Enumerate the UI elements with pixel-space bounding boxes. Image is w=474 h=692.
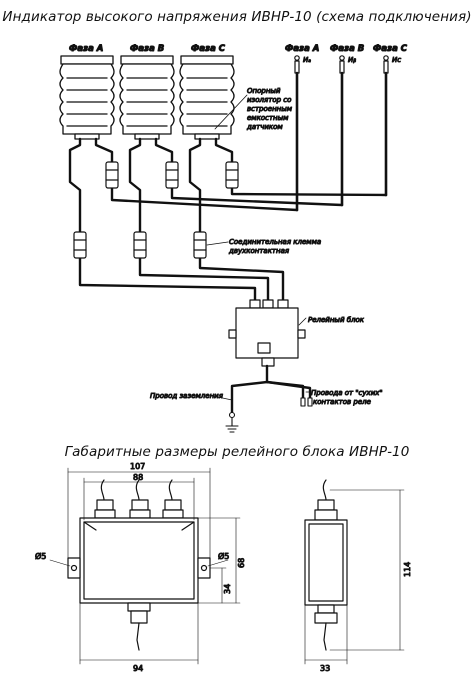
side-dimensions <box>304 489 405 665</box>
phase-c-label: Фаза С <box>191 44 226 54</box>
dim-33: 33 <box>320 664 330 673</box>
wire-b-ground <box>128 137 142 234</box>
front-view <box>67 479 211 651</box>
dry-contact-terminals <box>300 397 313 407</box>
wire-a-sensor <box>94 137 114 164</box>
insulator-group <box>59 55 235 140</box>
insulator-phase-b <box>119 55 175 140</box>
dim-94: 94 <box>133 664 143 673</box>
dim-107: 107 <box>130 462 145 471</box>
right-phase-b-sub: Иᵦ <box>348 56 356 64</box>
diagram-title-top: Индикатор высокого напряжения ИВНР-10 (с… <box>2 9 472 25</box>
dim-d5-left: Ø5 <box>35 551 46 561</box>
insulator-callout-line1: Опорный <box>247 87 281 95</box>
dry-contact-label-line1: Провода от "сухих" <box>311 389 383 397</box>
clamp-upper-c <box>225 161 239 189</box>
wire-c-to-relay <box>198 256 285 305</box>
ground-wire-label: Провод заземления <box>150 392 223 400</box>
right-phase-c-label: Фаза С <box>373 44 408 54</box>
wire-b-sensor <box>154 137 174 164</box>
connector-phase-b <box>339 55 345 207</box>
upper-clamps <box>105 161 239 189</box>
wire-b-to-relay <box>138 256 270 305</box>
dry-contact-label-line2: контактов реле <box>313 398 371 406</box>
clamp-upper-b <box>165 161 179 189</box>
wire-a-to-relay <box>78 256 257 305</box>
dim-88: 88 <box>133 473 143 482</box>
wire-c-to-output <box>230 186 388 197</box>
clamp-lower-c <box>193 231 207 259</box>
relay-block-label: Релейный блок <box>308 316 365 324</box>
insulator-callout-line4: емкостным <box>247 114 289 122</box>
clamp-lower-a <box>73 231 87 259</box>
phase-b-label: Фаза В <box>130 44 164 54</box>
clamp-upper-a <box>105 161 119 189</box>
top-glands <box>94 479 184 519</box>
front-dimensions <box>49 467 241 665</box>
insulator-phase-a <box>59 55 115 140</box>
insulator-callout-line5: датчиком <box>246 123 283 131</box>
ground-symbol <box>225 411 239 433</box>
lower-clamps <box>73 231 207 259</box>
right-phase-a-sub: Иₐ <box>303 56 311 64</box>
wire-c-ground <box>188 137 202 234</box>
dim-34: 34 <box>223 584 232 594</box>
insulator-callout-line3: встроенным <box>247 105 293 113</box>
front-body <box>79 517 199 604</box>
side-body <box>304 519 348 606</box>
clamp-callout-line2: двухконтактная <box>228 247 289 255</box>
right-phase-connectors <box>294 55 389 212</box>
wire-b-to-output <box>170 186 344 207</box>
right-phase-c-sub: Иc <box>392 56 401 64</box>
clamp-lower-b <box>133 231 147 259</box>
connector-phase-a <box>294 55 300 212</box>
ground-wire <box>230 380 269 414</box>
right-phase-a-label: Фаза А <box>285 44 319 54</box>
insulator-callout-line2: изолятор со <box>247 96 291 104</box>
connector-phase-c <box>383 55 389 197</box>
wire-a-ground <box>68 137 82 234</box>
clamp-callout: Соединительная клемма двухконтактная <box>206 238 322 256</box>
relay-block <box>228 299 307 384</box>
wires <box>68 137 388 305</box>
dim-114: 114 <box>403 562 412 577</box>
dim-d5-right: Ø5 <box>218 551 229 561</box>
relay-output-wires <box>230 380 312 414</box>
phase-a-label: Фаза А <box>69 44 103 54</box>
clamp-callout-line1: Соединительная клемма <box>229 238 321 246</box>
side-view <box>304 479 348 651</box>
wire-c-sensor <box>214 137 234 164</box>
insulator-callout: Опорный изолятор со встроенным емкостным… <box>214 87 293 132</box>
dry-contact-wire-2 <box>265 380 312 400</box>
wire-a-to-output <box>110 186 299 212</box>
right-phase-b-label: Фаза В <box>330 44 364 54</box>
insulator-phase-c <box>179 55 235 140</box>
dim-68: 68 <box>237 558 246 568</box>
diagram-title-bottom: Габаритные размеры релейного блока ИВНР-… <box>64 444 410 460</box>
